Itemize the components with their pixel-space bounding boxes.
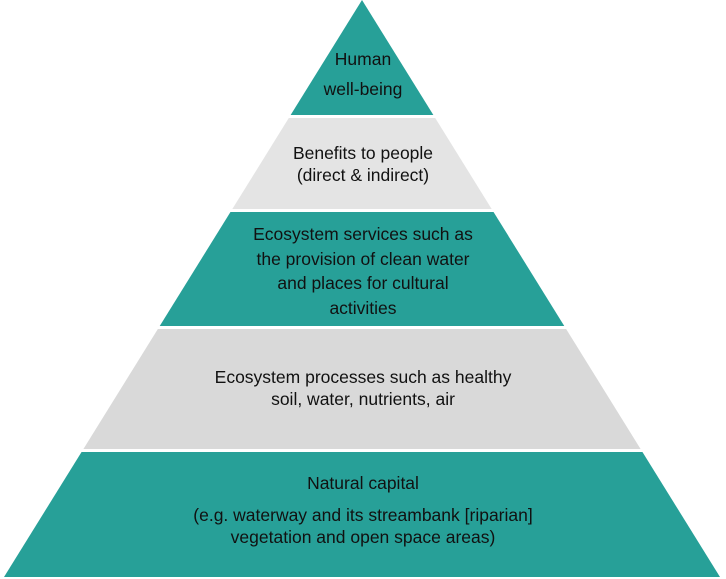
tier-natural-capital: [4, 452, 720, 577]
tier-label-benefits-to-people: Benefits to people (direct & indirect): [292, 143, 434, 185]
tier-label-natural-capital: Natural capital (e.g. waterway and its s…: [193, 473, 533, 547]
tier-benefits-to-people: [232, 118, 492, 209]
tier-human-well-being: [290, 0, 434, 115]
tier-ecosystem-processes: [83, 329, 641, 449]
tier-label-human-well-being: Human well-being: [323, 49, 403, 99]
tier-label-ecosystem-services: Ecosystem services such as the provision…: [253, 224, 473, 318]
tier-ecosystem-services: [159, 212, 565, 326]
tier-label-ecosystem-processes: Ecosystem processes such as healthy soil…: [214, 367, 512, 409]
